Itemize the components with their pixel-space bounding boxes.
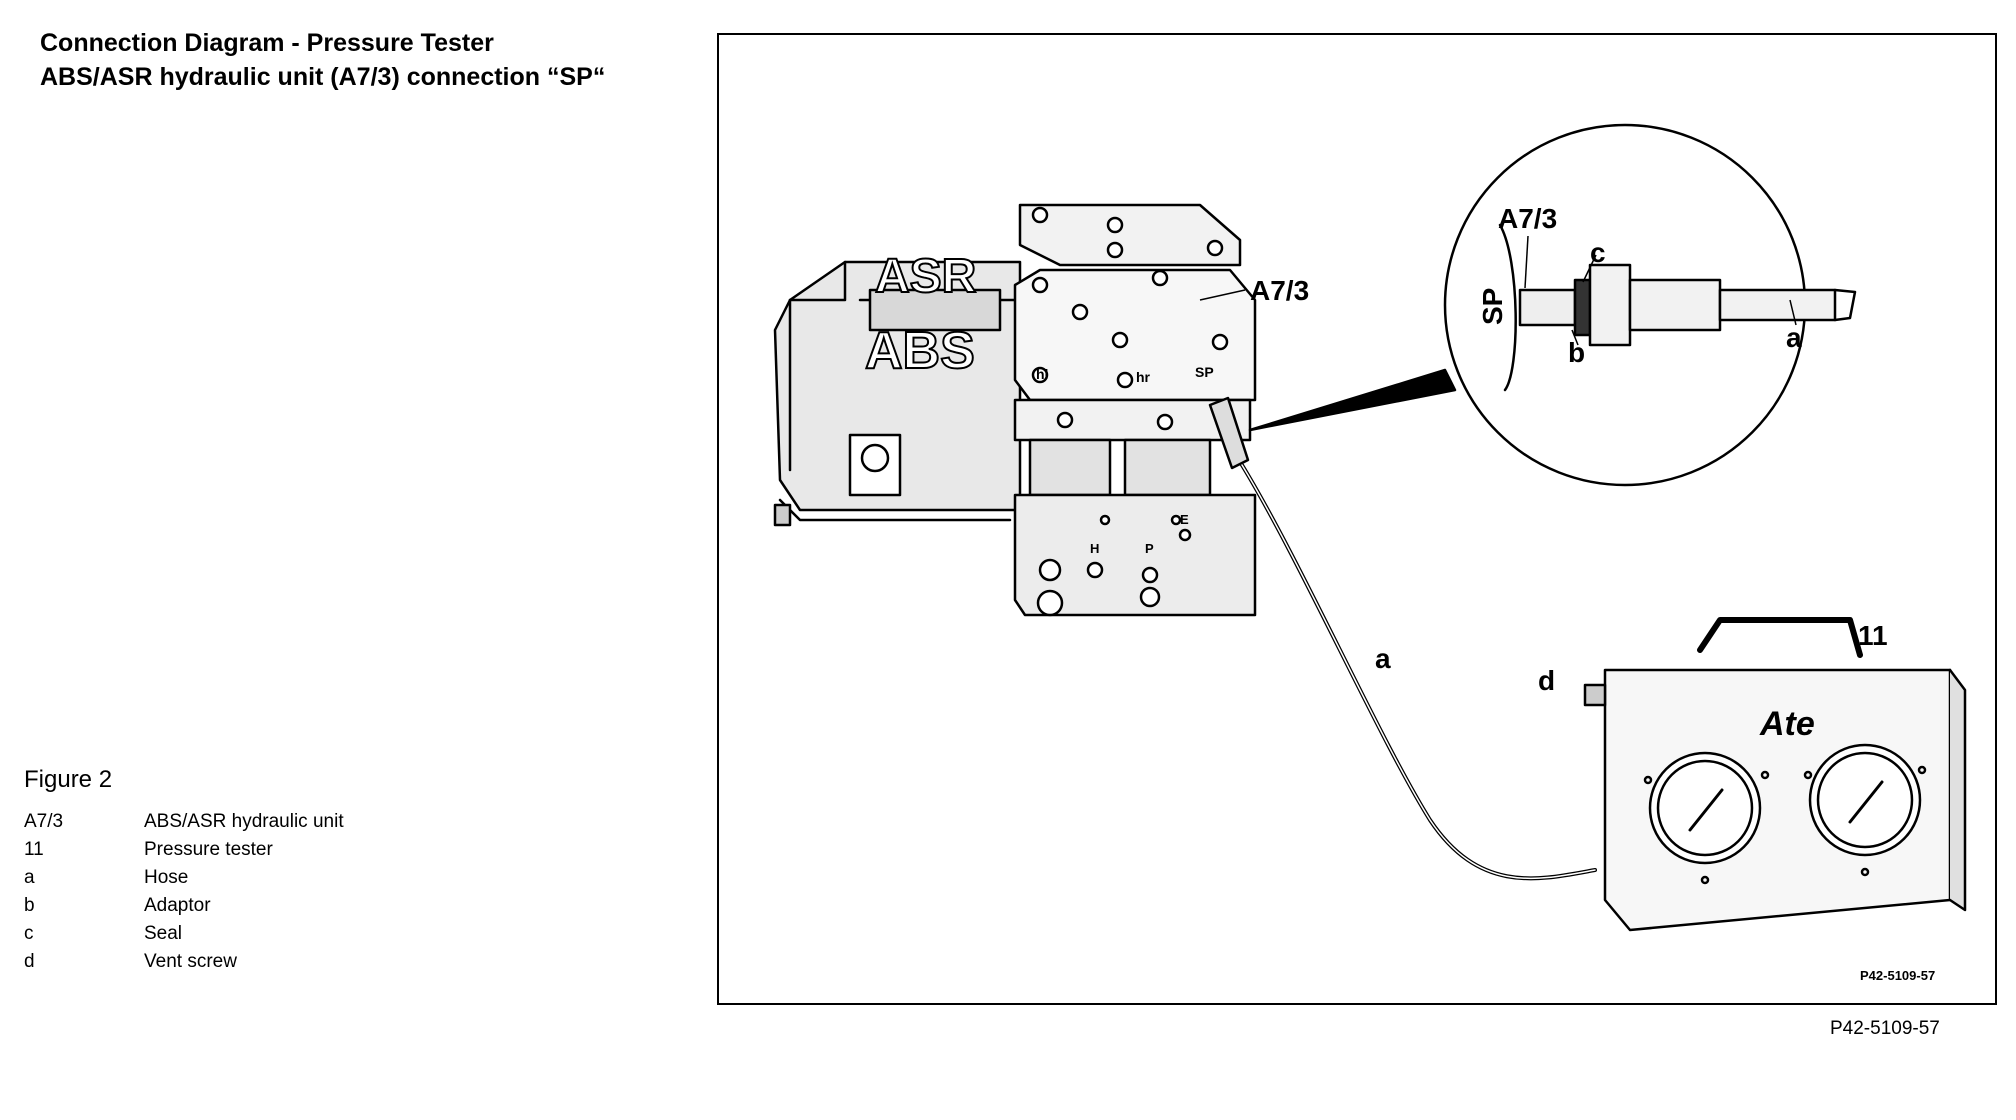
seal-label: c [1590, 237, 1606, 268]
legend-desc: Vent screw [144, 951, 237, 972]
port-p-label: P [1145, 541, 1154, 556]
sp-detail-label: SP [1477, 288, 1508, 325]
unit-label: A7/3 [1250, 275, 1309, 306]
legend-key: 11 [24, 839, 44, 860]
legend-desc: Seal [144, 923, 183, 944]
legend-key: a [24, 867, 35, 888]
legend-key: A7/3 [24, 811, 64, 832]
valve-block-top [1013, 203, 1257, 617]
abs-text: ABS [865, 322, 975, 380]
legend-row: A7/3 ABS/ASR hydraulic unit [24, 808, 344, 836]
figure-caption: Figure 2 [24, 766, 113, 793]
document-title: Connection Diagram - Pressure Tester ABS… [40, 26, 605, 94]
port-sp-label: SP [1195, 364, 1214, 380]
legend-row: b Adaptor [24, 892, 344, 920]
asr-text: ASR [875, 250, 976, 303]
abs-asr-housing [773, 260, 1022, 527]
tester-label: 11 [1858, 620, 1888, 651]
title-line-2: ABS/ASR hydraulic unit (A7/3) connection… [40, 63, 606, 91]
legend-key: b [24, 895, 35, 916]
port-hr-label: hr [1136, 369, 1151, 385]
tester-brand: Ate [1759, 705, 1815, 743]
port-e-label: E [1180, 512, 1189, 527]
title-line-1: Connection Diagram - Pressure Tester [40, 29, 494, 57]
adaptor-label: b [1568, 337, 1585, 368]
legend-key: d [24, 951, 35, 972]
legend-desc: ABS/ASR hydraulic unit [144, 811, 344, 832]
vent-screw-label: d [1538, 665, 1555, 696]
detail-leader [1248, 368, 1457, 432]
legend-key: c [24, 923, 34, 944]
screw-heads [1031, 206, 1229, 617]
detail-fitting [1498, 223, 1857, 392]
legend-desc: Hose [144, 867, 189, 888]
legend-row: 11 Pressure tester [24, 836, 344, 864]
sp-fitting [1208, 396, 1250, 470]
legend-row: a Hose [24, 864, 344, 892]
pressure-tester [1583, 617, 1967, 932]
inner-reference: P42-5109-57 [1860, 968, 1935, 983]
legend-desc: Adaptor [144, 895, 211, 916]
legend-desc: Pressure tester [144, 839, 273, 860]
figure-reference: P42-5109-57 [1830, 1018, 1940, 1039]
figure-frame [717, 33, 1997, 1005]
hose-detail-label: a [1786, 322, 1802, 353]
legend-row: d Vent screw [24, 948, 344, 976]
hose-label: a [1375, 643, 1391, 674]
figure-legend: A7/3 ABS/ASR hydraulic unit 11 Pressure te… [24, 808, 344, 976]
unit-detail-label: A7/3 [1498, 203, 1557, 234]
legend-row: c Seal [24, 920, 344, 948]
port-h-label: H [1090, 541, 1099, 556]
port-hl-label: hl [1036, 366, 1048, 382]
